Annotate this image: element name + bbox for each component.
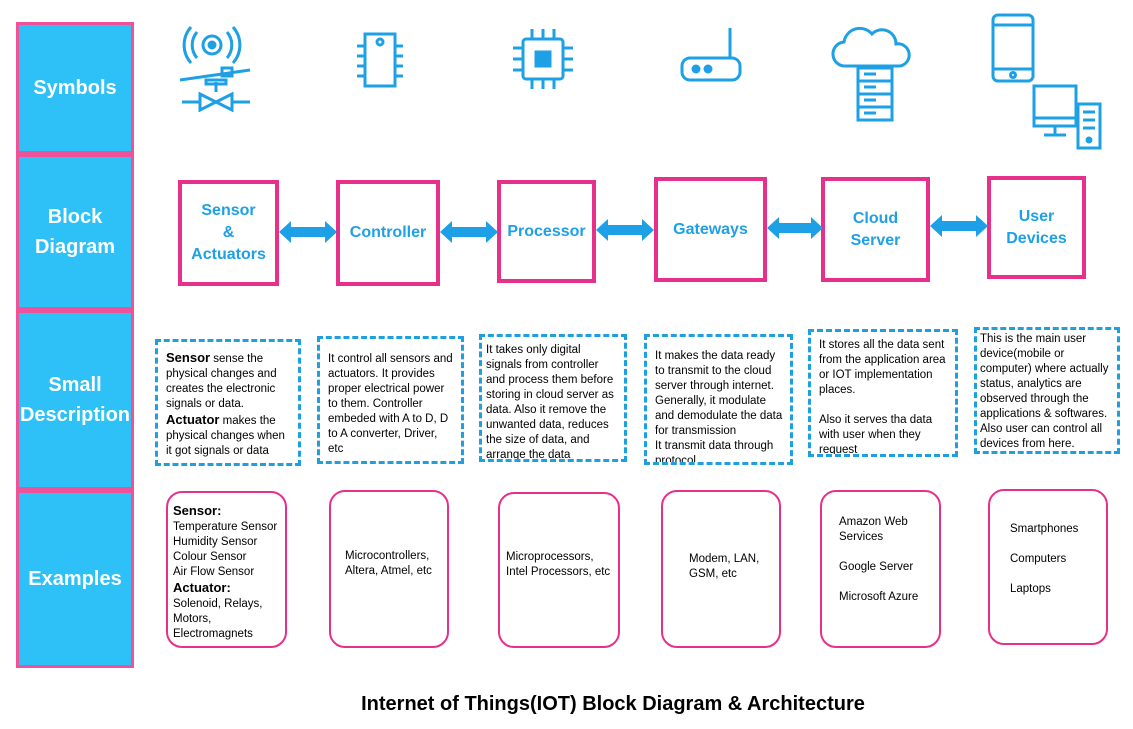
row-label-examples: Examples: [16, 490, 134, 668]
description-processor: It takes only digital signals from contr…: [479, 334, 627, 462]
description-cloud-server: It stores all the data sent from the app…: [808, 329, 958, 457]
examples-cloud-server: Amazon Web Services Google Server Micros…: [820, 490, 941, 648]
examples-processor: Microprocessors, Intel Processors, etc: [498, 492, 620, 648]
examples-user-item: Laptops: [1010, 583, 1051, 595]
examples-actuator-item: Solenoid, Relays,: [173, 598, 263, 610]
row-label-block-diagram: Block Diagram: [16, 154, 134, 310]
examples-actuator-item: Motors,: [173, 613, 212, 625]
arrow-processor-gateways: [596, 219, 654, 241]
cloud-server-icon: [831, 26, 911, 122]
arrow-cloud-user: [930, 215, 988, 237]
examples-cloud-item: Microsoft Azure: [839, 591, 919, 603]
examples-user-devices: Smartphones Computers Laptops: [988, 489, 1108, 645]
description-actuator-head: Actuator: [166, 412, 220, 427]
block-gateways: Gateways: [654, 177, 767, 282]
diagram-title: Internet of Things(IOT) Block Diagram & …: [361, 693, 865, 715]
row-label-small-description: Small Description: [16, 310, 134, 490]
arrow-sensor-controller: [279, 221, 337, 243]
description-controller: It control all sensors and actuators. It…: [317, 336, 464, 464]
row-label-symbols: Symbols: [16, 22, 134, 154]
arrow-controller-processor: [440, 221, 498, 243]
examples-actuator-item: Electromagnets: [173, 628, 253, 640]
examples-sensor-item: Colour Sensor: [173, 551, 247, 563]
user-devices-icon: [991, 13, 1102, 150]
examples-actuator-head: Actuator:: [173, 580, 231, 595]
examples-sensor-actuators: Sensor: Temperature Sensor Humidity Sens…: [166, 491, 287, 648]
block-sensor-actuators: Sensor & Actuators: [178, 180, 279, 286]
examples-controller: Microcontrollers, Altera, Atmel, etc: [329, 490, 449, 648]
examples-processor-text: Microprocessors, Intel Processors, etc: [506, 551, 611, 578]
examples-sensor-item: Humidity Sensor: [173, 536, 258, 548]
examples-sensor-item: Air Flow Sensor: [173, 566, 255, 578]
description-sensor-actuators: Sensor sense the physical changes and cr…: [155, 339, 301, 466]
examples-user-item: Smartphones: [1010, 523, 1079, 535]
block-user-devices: User Devices: [987, 176, 1086, 279]
examples-user-item: Computers: [1010, 553, 1067, 565]
block-processor: Processor: [497, 180, 596, 283]
description-gateways: It makes the data ready to transmit to t…: [644, 334, 793, 465]
examples-sensor-head: Sensor:: [173, 503, 222, 518]
examples-cloud-item: Amazon Web Services: [839, 516, 908, 543]
examples-gateways: Modem, LAN, GSM, etc: [661, 490, 781, 648]
sensor-actuator-icon: [179, 26, 251, 112]
examples-controller-text: Microcontrollers, Altera, Atmel, etc: [345, 550, 432, 577]
description-user-devices: This is the main user device(mobile or c…: [974, 327, 1120, 454]
description-actuator-text: makes the physical changes when it got s…: [166, 415, 285, 457]
description-sensor-text: sense the physical changes and creates t…: [166, 353, 277, 410]
arrow-gateways-cloud: [767, 217, 823, 239]
examples-cloud-item: Google Server: [839, 561, 914, 573]
examples-sensor-item: Temperature Sensor: [173, 521, 278, 533]
router-icon: [680, 28, 742, 82]
block-controller: Controller: [336, 180, 440, 286]
ic-chip-icon: [357, 32, 403, 88]
processor-icon: [513, 29, 573, 89]
block-cloud-server: Cloud Server: [821, 177, 930, 282]
description-sensor-head: Sensor: [166, 350, 211, 365]
examples-gateways-text: Modem, LAN, GSM, etc: [689, 553, 760, 580]
